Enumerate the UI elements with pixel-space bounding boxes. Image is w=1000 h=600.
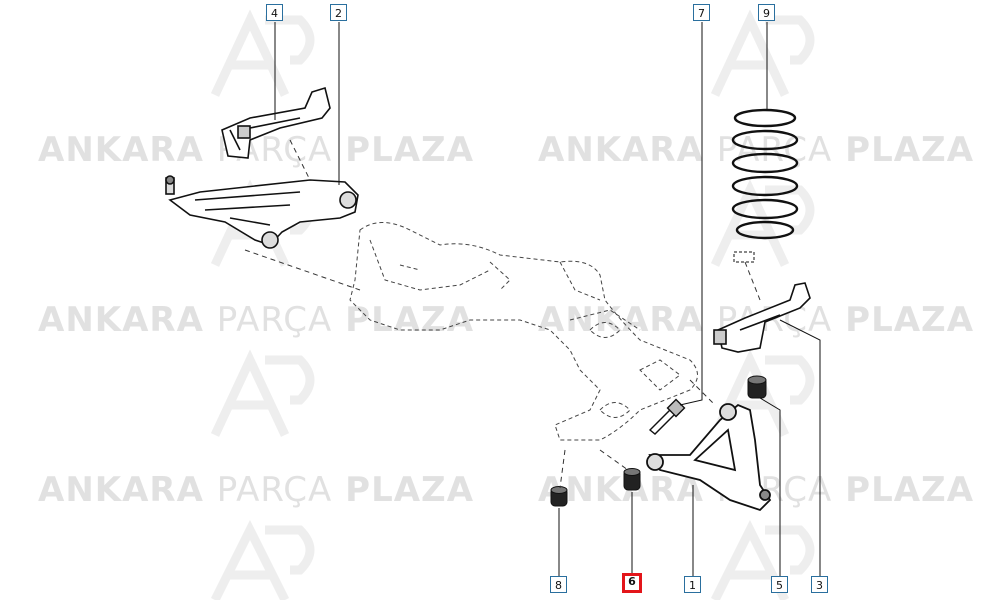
lower-control-arm (646, 403, 772, 512)
bushing-5 (747, 375, 767, 399)
bracket-right (713, 282, 811, 353)
watermark-text: ANKARA PARÇA PLAZA (538, 130, 975, 170)
bracket-left (221, 86, 331, 159)
watermark-text: ANKARA PARÇA PLAZA (38, 300, 475, 340)
watermark-logo-icon (210, 9, 815, 600)
part-label[interactable]: 7 (693, 4, 710, 21)
subframe-outline (349, 222, 698, 441)
watermark-text: ANKARA PARÇA PLAZA (38, 470, 475, 510)
part-label[interactable]: 9 (758, 4, 775, 21)
part-label[interactable]: 4 (266, 4, 283, 21)
part-label[interactable]: 3 (811, 576, 828, 593)
part-label[interactable]: 1 (684, 576, 701, 593)
label-leaders (274, 22, 821, 578)
bushing-6 (623, 468, 641, 491)
bolt-7 (648, 398, 686, 435)
part-label[interactable]: 2 (330, 4, 347, 21)
upper-control-arm (165, 175, 359, 249)
part-label-highlighted[interactable]: 6 (622, 573, 642, 593)
part-label[interactable]: 8 (550, 576, 567, 593)
part-label[interactable]: 5 (771, 576, 788, 593)
assembly-guides (244, 139, 761, 489)
bushing-8 (550, 486, 568, 507)
watermark-text: ANKARA PARÇA PLAZA (538, 300, 975, 340)
coil-spring (731, 108, 799, 263)
